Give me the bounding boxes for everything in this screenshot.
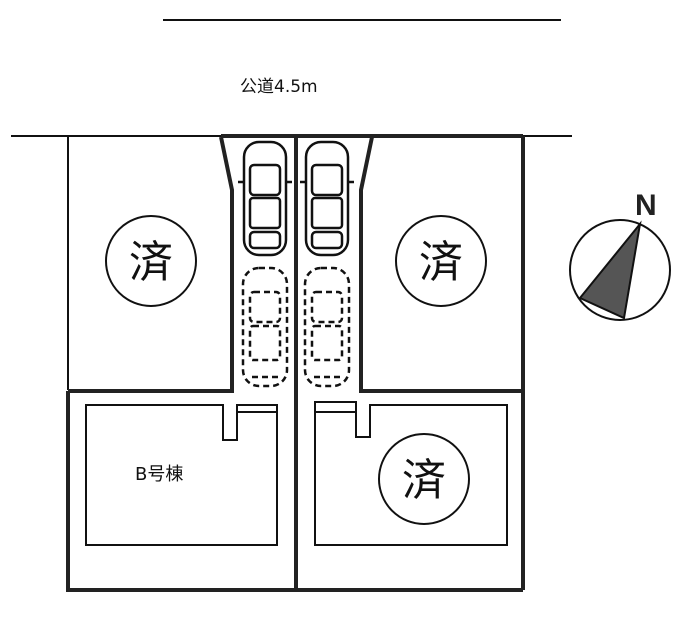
sold-stamp: 済 — [395, 215, 487, 307]
car-dashed-right — [303, 266, 351, 388]
house-b-outline — [85, 404, 278, 546]
svg-text:済: 済 — [419, 237, 463, 288]
house-outline — [314, 401, 508, 546]
sold-stamp: 済 — [378, 433, 470, 525]
sold-stamp: 済 — [105, 215, 197, 307]
car-solid-left — [238, 140, 292, 257]
svg-text:済: 済 — [129, 237, 173, 288]
north-compass-icon: N — [569, 189, 671, 321]
car-solid-right — [300, 140, 354, 257]
lot-lower-right: 済 — [296, 401, 523, 592]
lot-upper-right: 済 — [395, 215, 487, 307]
car-dashed-left — [241, 266, 289, 388]
svg-text:済: 済 — [402, 455, 446, 506]
house-label: B号棟 — [135, 464, 183, 485]
lot-upper-left: 済 — [67, 136, 234, 393]
svg-text:N: N — [635, 189, 657, 222]
driveway — [221, 134, 525, 590]
road-label: 公道4.5m — [240, 77, 318, 97]
lot-lower-left: B号棟 — [66, 391, 296, 592]
